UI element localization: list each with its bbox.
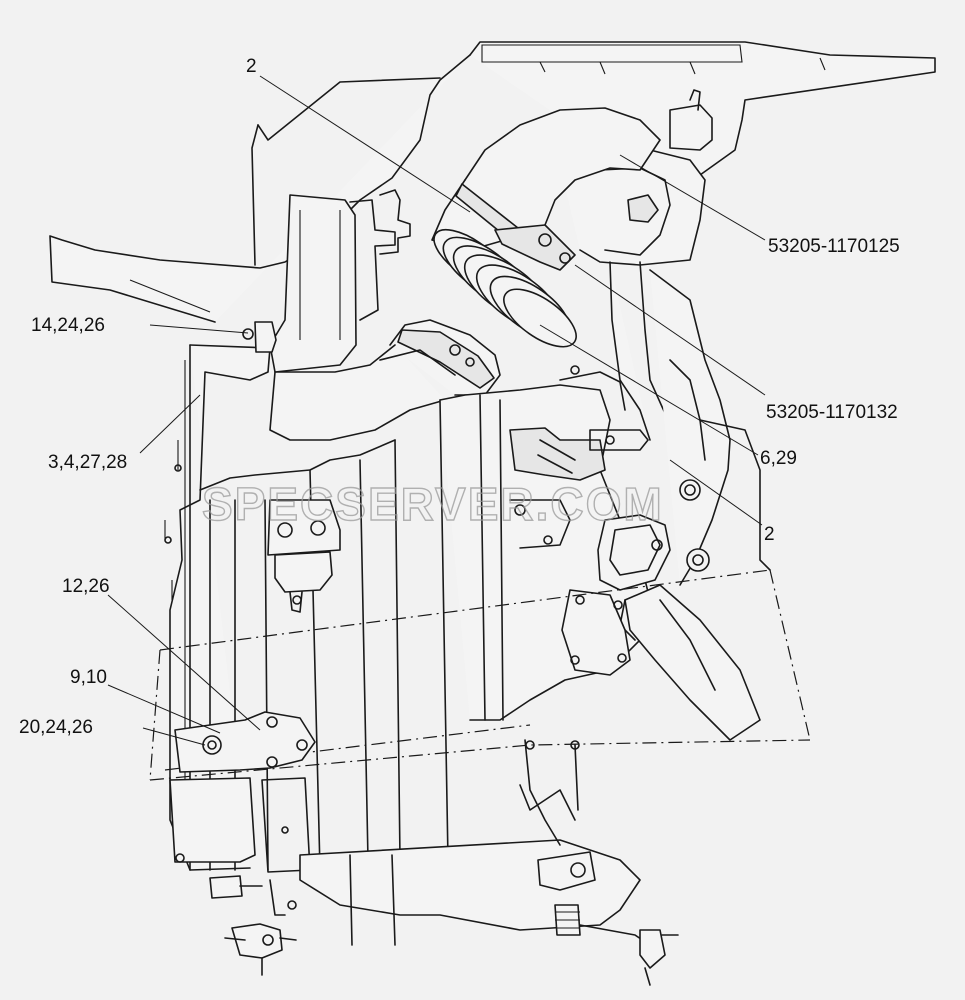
callout-part-2-right: 2 <box>764 524 775 545</box>
callout-3-4-27-28: 3,4,27,28 <box>48 452 127 473</box>
lower-mount-bracket <box>169 711 316 873</box>
callout-part-2-top: 2 <box>246 56 257 77</box>
radiator-mount <box>267 499 341 613</box>
leader-lines <box>107 75 766 746</box>
watermark: SPECSERVER.COM <box>202 478 664 530</box>
exhaust-assembly <box>561 269 771 741</box>
callout-14-24-26: 14,24,26 <box>31 315 105 336</box>
upper-bracket <box>559 89 713 441</box>
callout-12-26: 12,26 <box>62 576 110 597</box>
bottom-parts <box>209 739 679 986</box>
cab-floor-panel <box>49 41 936 323</box>
callout-labels: 2 53205-1170125 14,24,26 53205-1170132 3… <box>19 56 900 738</box>
callout-53205-1170132: 53205-1170132 <box>766 402 898 423</box>
callout-53205-1170125: 53205-1170125 <box>768 236 900 257</box>
callout-20-24-26: 20,24,26 <box>19 717 93 738</box>
air-intake-pipe <box>269 107 661 441</box>
callout-6-29: 6,29 <box>760 448 797 469</box>
callout-9-10: 9,10 <box>70 667 107 688</box>
